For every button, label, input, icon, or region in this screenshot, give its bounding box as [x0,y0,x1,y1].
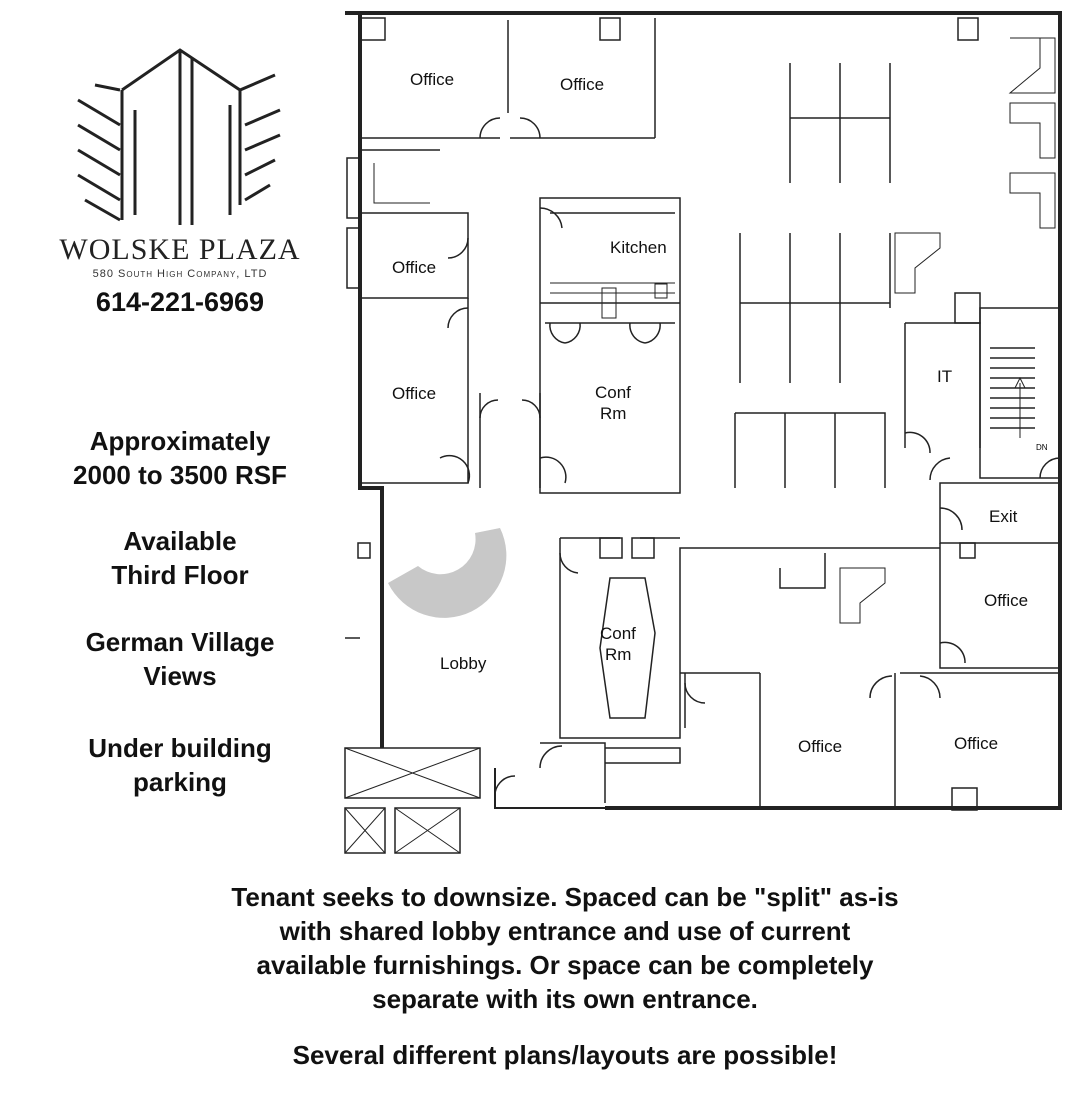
description-line-2: with shared lobby entrance and use of cu… [279,916,851,946]
feature-floor: Available Third Floor [20,524,340,592]
room-office-7: Office [954,734,998,753]
feature-parking: Under building parking [20,731,340,799]
feature-views-line2: Views [143,661,217,691]
listing-description: Tenant seeks to downsize. Spaced can be … [120,880,1010,1016]
brand-company: 580 South High Company, LTD [92,268,268,280]
room-office-3: Office [392,258,436,277]
brand-name: WOLSKE PLAZA [59,233,301,266]
layouts-note: Several different plans/layouts are poss… [292,1040,838,1070]
room-office-6: Office [798,737,842,756]
room-office-1: Office [410,70,454,89]
building-logo-icon [77,48,281,225]
feature-parking-line2: parking [133,767,227,797]
room-conf-1-line2: Rm [600,404,626,423]
feature-views-line1: German Village [85,627,275,657]
room-kitchen: Kitchen [610,238,667,257]
floor-plan: Office Office Office Office Kitchen Conf… [344,11,1062,854]
room-lobby: Lobby [440,654,487,673]
feature-size-line1: Approximately [89,426,271,456]
feature-size-line2: 2000 to 3500 RSF [73,460,287,490]
feature-views: German Village Views [20,625,340,693]
description-line-4: separate with its own entrance. [372,984,758,1014]
stairs-dn-label: DN [1036,443,1048,452]
room-office-4: Office [392,384,436,403]
feature-size: Approximately 2000 to 3500 RSF [20,424,340,492]
room-conf-2-line1: Conf [600,624,636,643]
feature-parking-line1: Under building [88,733,272,763]
feature-floor-line2: Third Floor [111,560,249,590]
room-conf-2-line2: Rm [605,645,631,664]
room-office-5: Office [984,591,1028,610]
room-office-2: Office [560,75,604,94]
description-line-1: Tenant seeks to downsize. Spaced can be … [231,882,899,912]
room-conf-1-line1: Conf [595,383,631,402]
room-exit: Exit [989,507,1018,526]
room-it: IT [937,367,952,386]
feature-floor-line1: Available [123,526,237,556]
description-line-3: available furnishings. Or space can be c… [256,950,874,980]
phone-number: 614-221-6969 [95,287,265,317]
